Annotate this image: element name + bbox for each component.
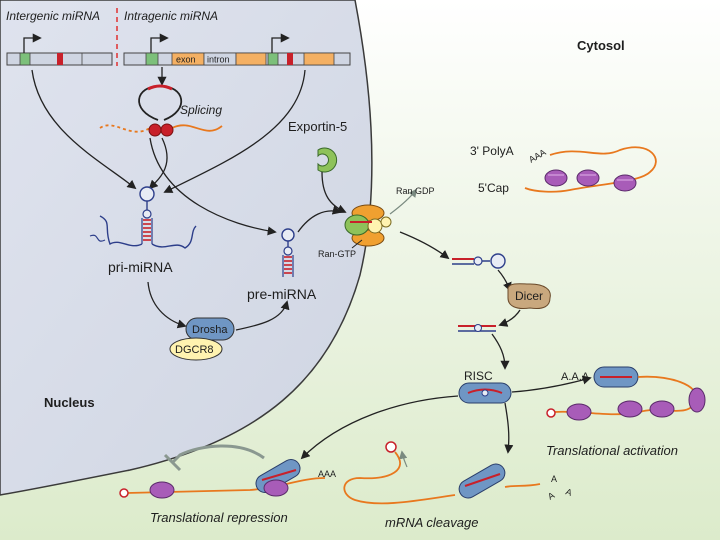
intergenic-gene bbox=[6, 33, 113, 66]
pri-mirna-structure bbox=[89, 186, 197, 249]
cytosol-label: Cytosol bbox=[577, 38, 625, 53]
translational-activation-label: Translational activation bbox=[546, 443, 678, 458]
promoter-arrow-icon bbox=[150, 33, 169, 53]
polya-label: 3' PolyA bbox=[470, 144, 514, 158]
translational-repression-group bbox=[119, 444, 326, 499]
cleavage-a-label: A bbox=[551, 474, 557, 484]
intragenic-label: Intragenic miRNA bbox=[124, 9, 218, 23]
dicer-enzyme: Dicer bbox=[507, 283, 551, 309]
mirna-duplex bbox=[458, 324, 496, 332]
cleavage-a-label: A bbox=[564, 486, 573, 497]
cleavage-a-label: A bbox=[546, 490, 556, 502]
nucleus-label: Nucleus bbox=[44, 395, 95, 410]
cytoplasmic-pre-mirna bbox=[452, 253, 506, 269]
intragenic-gene: exon intron bbox=[123, 33, 351, 66]
drosha-dgcr8-complex: Drosha DGCR8 bbox=[169, 317, 235, 361]
exportin-label: Exportin-5 bbox=[288, 119, 347, 134]
drosha-label: Drosha bbox=[192, 324, 228, 336]
mrna-with-ribosomes bbox=[524, 146, 657, 193]
dicer-label: Dicer bbox=[515, 289, 543, 303]
exportin-icon bbox=[317, 147, 338, 173]
splicing-label: Splicing bbox=[180, 103, 222, 117]
promoter-arrow-icon bbox=[271, 33, 290, 53]
risc-complex bbox=[458, 382, 512, 404]
intron-label: intron bbox=[207, 55, 230, 65]
translational-repression-label: Translational repression bbox=[150, 510, 288, 525]
risc-label: RISC bbox=[464, 369, 493, 383]
pre-mirna-label: pre-miRNA bbox=[247, 286, 317, 302]
mrna-cleavage-label: mRNA cleavage bbox=[385, 515, 478, 530]
pri-mirna-label: pri-miRNA bbox=[108, 259, 173, 275]
dgcr8-label: DGCR8 bbox=[175, 344, 214, 356]
exon-label: exon bbox=[176, 55, 196, 65]
mrna-cleavage-group bbox=[343, 441, 541, 505]
ran-gtp-label: Ran-GTP bbox=[318, 249, 356, 259]
activation-polya-label: A.A.A bbox=[561, 371, 590, 383]
translational-activation-group bbox=[546, 366, 706, 421]
splicing-structure: Splicing bbox=[99, 67, 223, 137]
intergenic-label: Intergenic miRNA bbox=[6, 9, 100, 23]
repression-polya-label: AAA bbox=[318, 469, 336, 479]
pre-mirna-structure bbox=[281, 228, 295, 277]
promoter-arrow-icon bbox=[23, 33, 42, 53]
cap-label: 5'Cap bbox=[478, 181, 509, 195]
ran-gdp-label: Ran GDP bbox=[396, 186, 435, 196]
nuclear-pore-complex bbox=[344, 204, 392, 247]
